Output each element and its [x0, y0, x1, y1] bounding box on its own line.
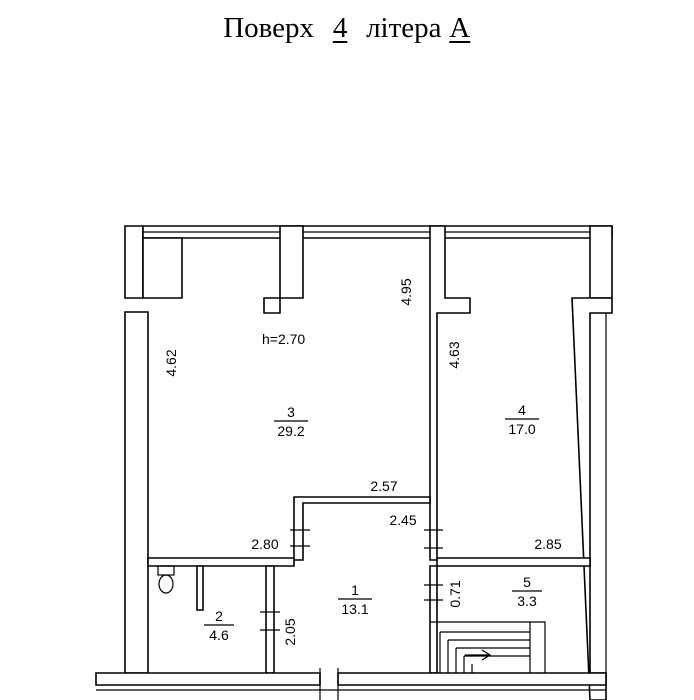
- dim-room3-right: 4.95: [398, 278, 414, 305]
- room2-area: 4.6: [209, 627, 229, 643]
- stair-arrow: [465, 649, 492, 661]
- floor-title: Поверх 4 літера А: [0, 12, 694, 45]
- room1-number: 1: [351, 582, 359, 598]
- letter-label: літера: [366, 12, 442, 44]
- door-tick-room2: [260, 611, 280, 631]
- dim-room3-bottom: 2.57: [370, 478, 397, 494]
- left-lower-wall: [124, 311, 149, 674]
- dim-room2-top: 2.80: [251, 536, 278, 552]
- toilet-partition: [196, 565, 204, 611]
- room2-top-wall: [147, 557, 295, 567]
- ceiling-height-note: h=2.70: [262, 331, 305, 347]
- corridor-top-wall: [293, 496, 431, 561]
- room5-number: 5: [523, 574, 531, 590]
- dim-corridor-top: 2.45: [389, 512, 416, 528]
- bottom-wall: [95, 672, 321, 686]
- right-outer-wall: [589, 225, 613, 299]
- room4-area: 17.0: [508, 421, 535, 437]
- room4-bottom-wall: [436, 557, 591, 567]
- dim-room4-left: 4.63: [446, 341, 462, 368]
- room2-number: 2: [215, 608, 223, 624]
- toilet-icon: [157, 565, 175, 594]
- floor-label: Поверх: [223, 12, 315, 44]
- left-outer-wall: [124, 225, 144, 299]
- door-tick-room4: [424, 529, 443, 549]
- partition-room3-room4: [429, 225, 471, 561]
- letter-value: А: [449, 12, 471, 44]
- door-tick-room3: [290, 529, 310, 547]
- floor-number: 4: [332, 12, 348, 44]
- bottom-wall-right: [337, 672, 607, 686]
- room3-area: 29.2: [277, 423, 304, 439]
- room5-left-wall: [429, 565, 438, 674]
- stair-steps: [439, 631, 530, 673]
- dim-room2-right: 2.05: [282, 618, 298, 645]
- dim-room4-bottom: 2.85: [534, 536, 561, 552]
- dim-room3-left: 4.62: [163, 349, 179, 376]
- room2-right-wall: [265, 565, 275, 674]
- room4-number: 4: [518, 402, 526, 418]
- pillar-left-room3: [142, 237, 183, 299]
- stair-block: [430, 621, 546, 673]
- pillar-center-room3: [263, 225, 304, 314]
- door-tick-room5: [424, 584, 443, 601]
- dim-room5-height: 0.71: [447, 580, 463, 607]
- room1-area: 13.1: [341, 601, 368, 617]
- room5-area: 3.3: [517, 593, 537, 609]
- room3-number: 3: [287, 404, 295, 420]
